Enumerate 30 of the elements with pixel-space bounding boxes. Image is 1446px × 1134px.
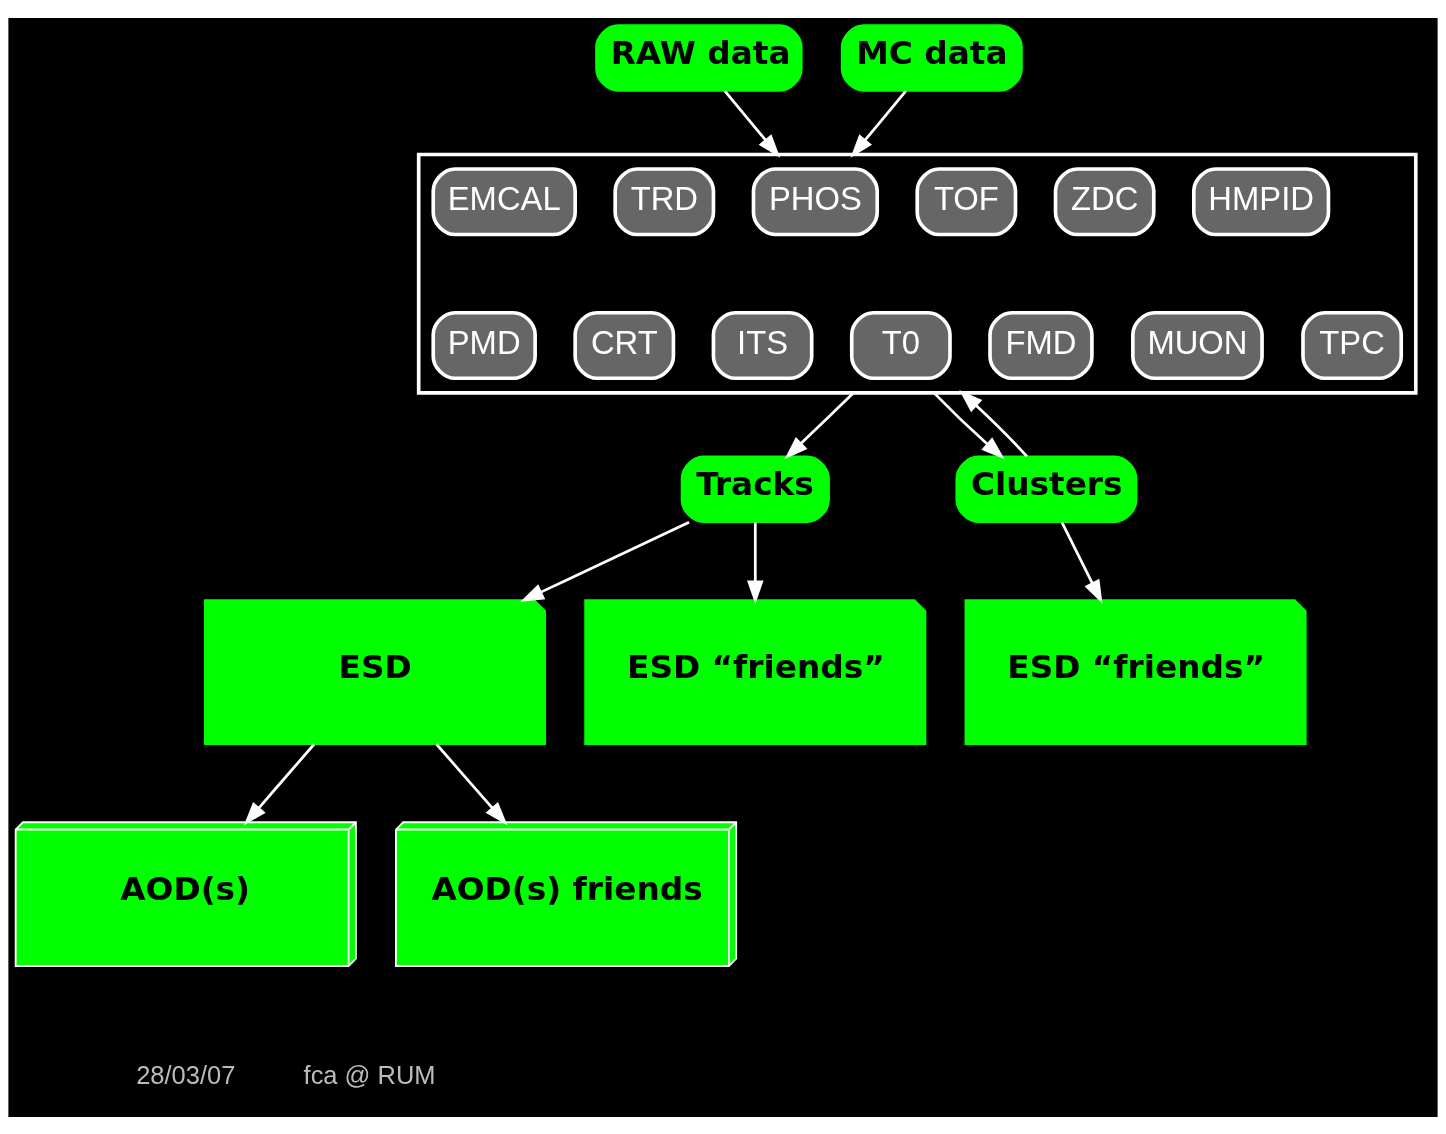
node-box: TRD	[613, 166, 716, 236]
arrow	[243, 742, 316, 825]
arrow	[520, 520, 690, 602]
arrow	[435, 742, 508, 825]
label: 28/03/07	[136, 1060, 236, 1089]
node-box: Tracks	[680, 455, 830, 523]
node-box: CRT	[573, 310, 676, 380]
node-box: TPC	[1301, 310, 1404, 380]
node-box: HMPID	[1192, 166, 1331, 236]
arrow	[1060, 521, 1103, 604]
node-box: T0	[849, 310, 952, 380]
arrow	[784, 391, 855, 459]
arrow	[933, 391, 1005, 459]
node-box: ZDC	[1053, 166, 1156, 236]
node-box: RAW data	[595, 23, 803, 92]
node-box: PMD	[431, 310, 537, 380]
node-box: PHOS	[751, 166, 880, 236]
node-box: Clusters	[955, 455, 1138, 523]
arrow	[747, 521, 764, 604]
node-box: ITS	[711, 310, 814, 380]
node-box: EMCAL	[431, 166, 577, 236]
cluster	[416, 152, 1418, 395]
node-box: MC data	[840, 23, 1023, 92]
label: fca @ RUM	[303, 1060, 436, 1089]
node-box: MUON	[1131, 310, 1264, 380]
arrow	[959, 389, 1028, 457]
arrow	[850, 89, 907, 158]
node-box: FMD	[988, 310, 1094, 380]
arrow	[723, 89, 781, 158]
node-box: TOF	[915, 166, 1018, 236]
